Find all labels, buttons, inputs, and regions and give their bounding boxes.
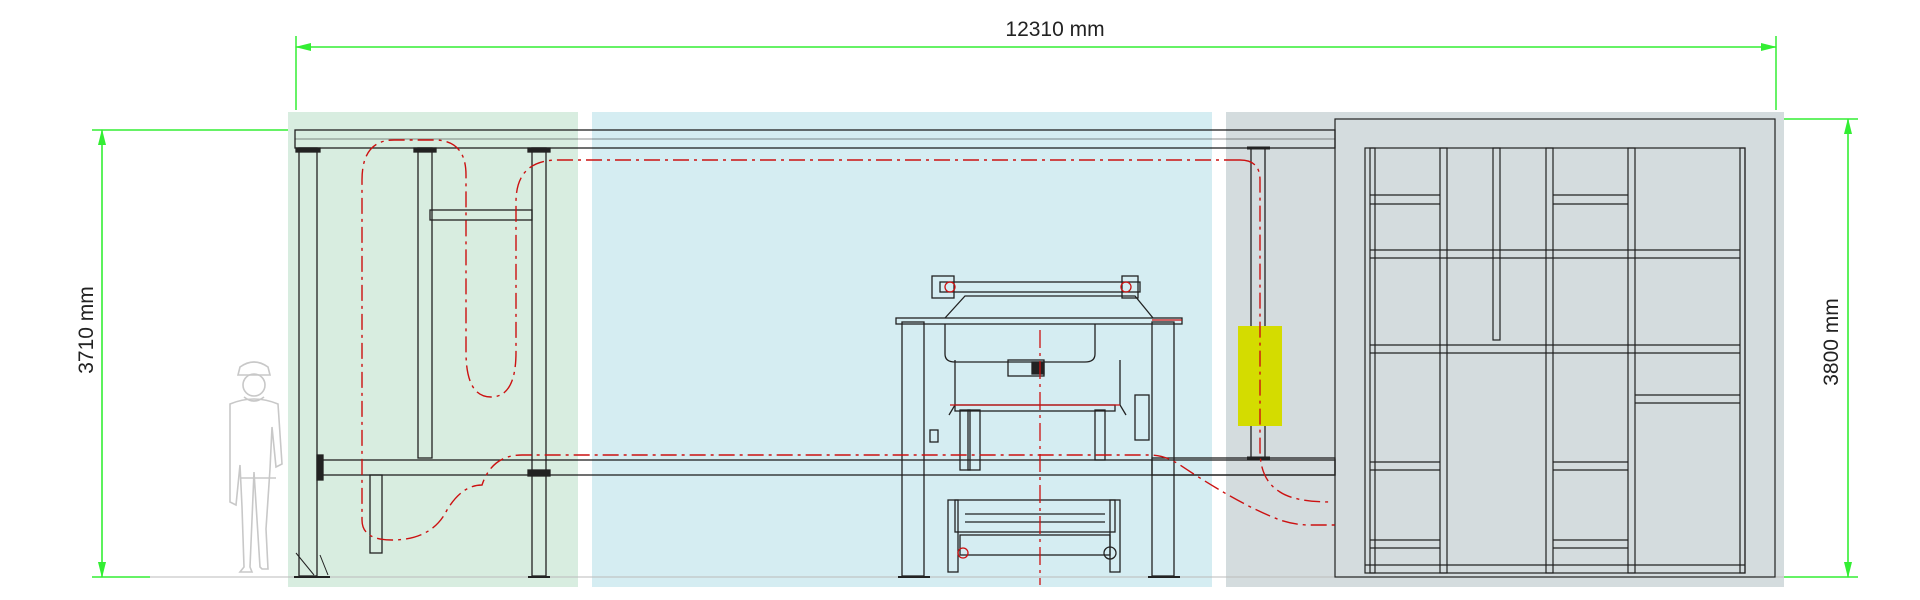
zone-right-grey	[1226, 112, 1784, 587]
right-height-dimension: 3800 mm	[1784, 118, 1858, 578]
left-height-dimension: 3710 mm	[75, 129, 288, 578]
material-path	[361, 139, 1335, 541]
left-height-label: 3710 mm	[75, 286, 98, 374]
central-machine	[895, 275, 1183, 585]
zones	[288, 112, 1784, 587]
overall-width-label: 12310 mm	[1005, 18, 1104, 41]
overall-width-dimension: 12310 mm	[295, 18, 1777, 110]
control-cabinet	[1334, 118, 1776, 578]
right-height-label: 3800 mm	[1820, 298, 1843, 386]
human-figure-icon	[229, 361, 283, 573]
zone-left-green	[288, 112, 578, 587]
